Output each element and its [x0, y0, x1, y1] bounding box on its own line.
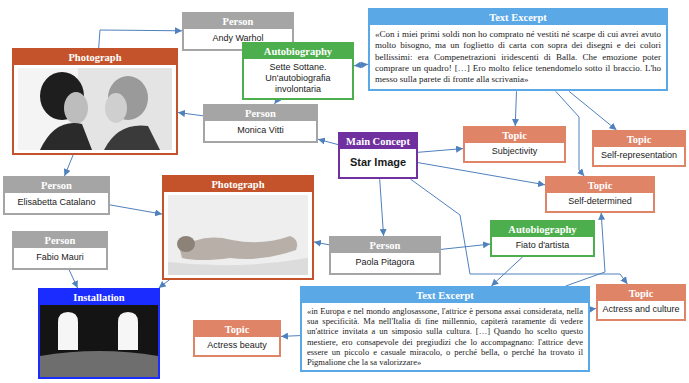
- connector: [569, 91, 617, 130]
- node-heading: Text Excerpt: [302, 288, 588, 303]
- node-heading: Main Concept: [340, 134, 416, 149]
- connector: [418, 163, 545, 185]
- connector: [69, 270, 78, 288]
- image-area: [164, 192, 312, 278]
- autobiography-box: AutobiographyFiato d'artista: [490, 220, 595, 257]
- photo-floor: [168, 258, 308, 275]
- text-excerpt-box: Text Excerpt«in Europa e nel mondo anglo…: [300, 286, 590, 372]
- node-heading: Autobiography: [492, 222, 593, 237]
- node-text: Monica Vitti: [205, 121, 316, 141]
- connector: [159, 280, 170, 288]
- node-text: Subjectivity: [465, 143, 564, 161]
- node-heading: Topic: [465, 128, 564, 143]
- node-text: Elisabetta Catalano: [5, 193, 108, 213]
- autobiography-box: AutobiographySette Sottane. Un'autobiogr…: [242, 42, 354, 100]
- connector: [515, 91, 516, 126]
- shoulder: [104, 126, 160, 151]
- node-text: Paola Pitagora: [331, 253, 439, 273]
- image-area: [40, 305, 158, 377]
- floor: [40, 351, 158, 377]
- node-heading: Topic: [598, 286, 684, 301]
- installation-box: Installation: [38, 288, 160, 379]
- node-heading: Person: [331, 238, 439, 253]
- topic-box: TopicSelf-determined: [545, 176, 655, 213]
- image-area: [14, 65, 176, 153]
- arch-light: [58, 312, 78, 350]
- connector: [110, 205, 162, 214]
- shoulder: [40, 123, 92, 150]
- node-text: Actress beauty: [195, 337, 279, 355]
- photo-reclining: [164, 192, 312, 278]
- person-box: PersonMonica Vitti: [203, 104, 318, 143]
- photo-print: [168, 195, 308, 275]
- node-heading: Person: [5, 178, 108, 193]
- node-heading: Topic: [594, 132, 684, 147]
- node-heading: Autobiography: [244, 44, 352, 59]
- text-excerpt-box: Text Excerpt«Con i miei primi soldi non …: [368, 8, 668, 91]
- connector: [380, 179, 384, 236]
- figure-head: [177, 236, 195, 252]
- node-text: Actress and culture: [598, 301, 684, 319]
- connector: [281, 335, 300, 337]
- node-heading: Person: [14, 233, 106, 248]
- node-text: Fabio Mauri: [14, 248, 106, 268]
- face: [64, 92, 88, 124]
- connector: [318, 139, 338, 144]
- node-heading: Text Excerpt: [370, 10, 666, 25]
- connector: [65, 155, 74, 176]
- photo-ground: [164, 192, 312, 278]
- node-text: Star Image: [340, 149, 416, 177]
- node-heading: Person: [205, 106, 316, 121]
- photograph-box: Photograph: [162, 175, 314, 280]
- photo-ground: [14, 65, 176, 153]
- node-text: Fiato d'artista: [492, 237, 593, 255]
- connector: [491, 257, 522, 286]
- node-heading: Person: [184, 14, 292, 29]
- node-heading: Photograph: [14, 50, 176, 65]
- topic-box: TopicSubjectivity: [463, 126, 566, 163]
- connector: [354, 64, 368, 65]
- node-text: Self-determined: [547, 193, 653, 211]
- node-heading: Topic: [547, 178, 653, 193]
- photograph-box: Photograph: [12, 48, 178, 155]
- topic-box: TopicActress and culture: [596, 284, 686, 321]
- figure-body: [180, 236, 297, 260]
- person-box: PersonFabio Mauri: [12, 231, 108, 270]
- node-text: «Con i miei primi soldi non ho comprato …: [370, 25, 666, 89]
- main-concept-box: Main ConceptStar Image: [338, 132, 418, 179]
- arch-light: [118, 312, 138, 350]
- photo-print: [18, 68, 172, 150]
- photo-portrait: [14, 65, 176, 153]
- person-box: PersonElisabetta Catalano: [3, 176, 110, 215]
- node-text: «in Europa e nel mondo anglosassone, l'a…: [302, 303, 588, 370]
- node-heading: Photograph: [164, 177, 312, 192]
- person-box: PersonPaola Pitagora: [329, 236, 441, 275]
- topic-box: TopicSelf-representation: [592, 130, 686, 167]
- node-heading: Topic: [195, 322, 279, 337]
- connector: [314, 242, 329, 245]
- topic-box: TopicActress beauty: [193, 320, 281, 357]
- face: [105, 93, 127, 123]
- connector: [99, 30, 182, 48]
- connector: [418, 149, 463, 153]
- node-text: Sette Sottane. Un'autobiografia involont…: [244, 59, 352, 98]
- room: [40, 305, 158, 377]
- connector: [178, 113, 203, 116]
- node-heading: Installation: [40, 290, 158, 305]
- installation-image: [40, 305, 158, 377]
- connector: [441, 244, 490, 249]
- node-text: Self-representation: [594, 147, 684, 165]
